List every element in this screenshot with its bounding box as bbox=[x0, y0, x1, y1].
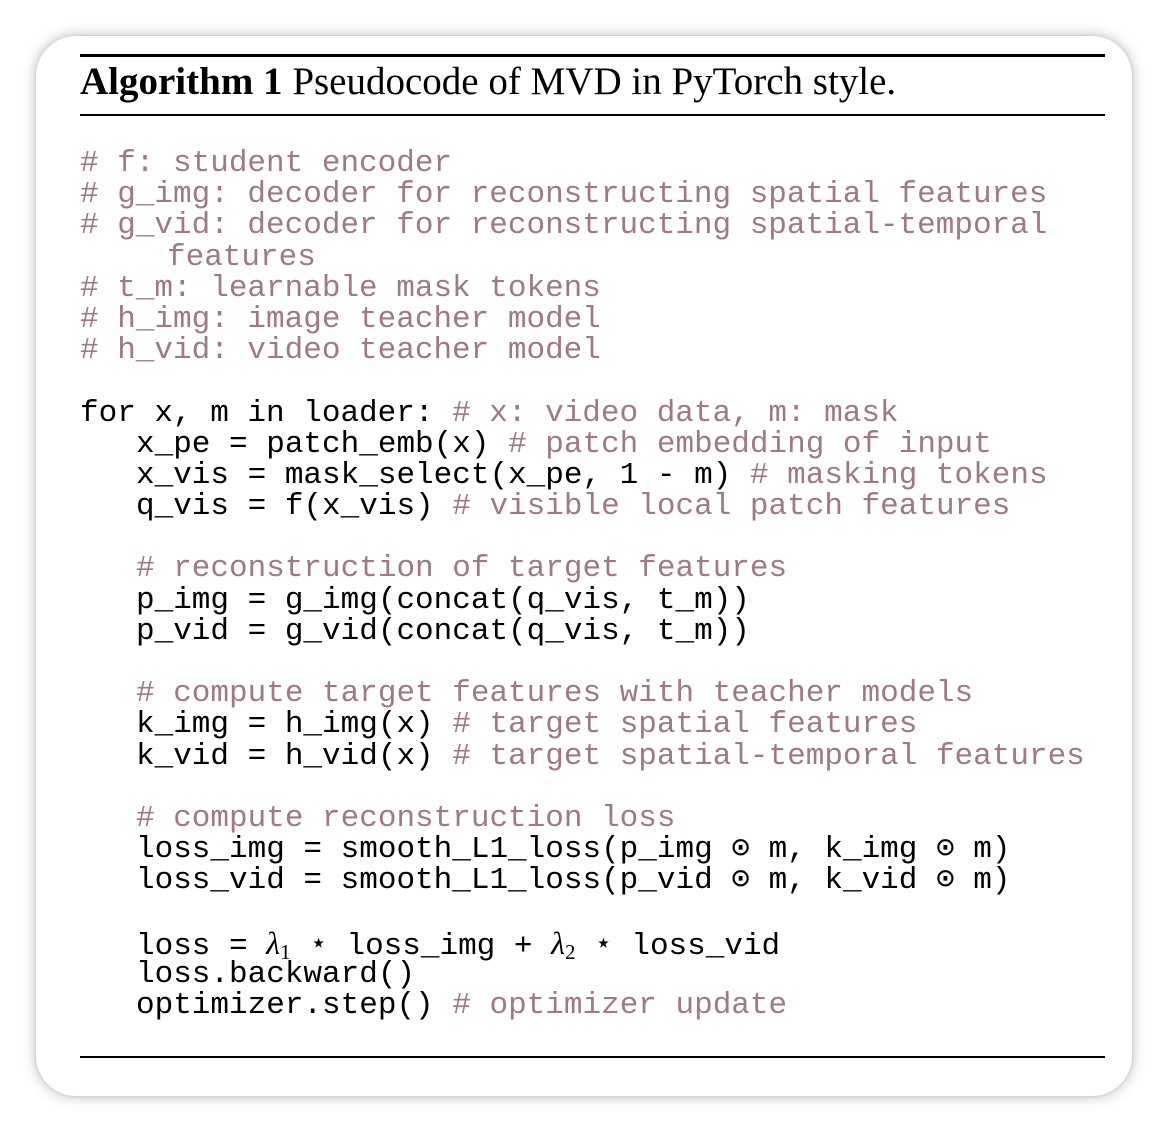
lambda-2-symbol: λ2 bbox=[551, 924, 576, 964]
code-line-patch-emb: x_pe = patch_emb(x) # patch embedding of… bbox=[80, 429, 1110, 460]
code-line-loss-img: loss_img = smooth_L1_loss(p_img ⊙ m, k_i… bbox=[136, 832, 1011, 868]
optimizer-step-comment: # optimizer update bbox=[452, 988, 788, 1024]
mask-select-code: x_vis = mask_select(x_pe, 1 - m) bbox=[136, 457, 750, 493]
code-line-optimizer-step: optimizer.step() # optimizer update bbox=[80, 990, 1110, 1021]
blank-line bbox=[80, 647, 1110, 678]
q-vis-comment: # visible local patch features bbox=[452, 489, 1011, 525]
k-vid-comment: # target spatial-temporal features bbox=[452, 738, 1085, 774]
code-line-k-vid: k_vid = h_vid(x) # target spatial-tempor… bbox=[80, 738, 1110, 774]
lambda-1-subscript: 1 bbox=[280, 939, 291, 964]
title-rule bbox=[80, 114, 1105, 116]
code-line-comment: # f: student encoder bbox=[80, 146, 453, 181]
loss-prefix: loss = bbox=[136, 928, 267, 964]
k-img-code: k_img = h_img(x) bbox=[136, 707, 453, 743]
code-line-comment: # t_m: learnable mask tokens bbox=[80, 270, 601, 306]
code-line-comment: # h_vid: video teacher model bbox=[80, 333, 601, 369]
code-line-teacher-comment: # compute target features with teacher m… bbox=[136, 676, 974, 712]
code-line-p-vid: p_vid = g_vid(concat(q_vis, t_m)) bbox=[136, 613, 750, 649]
loop-comment: # x: video data, m: mask bbox=[452, 395, 899, 431]
code-line-comment: # h_img: image teacher model bbox=[80, 301, 601, 337]
algorithm-title: Algorithm 1 Pseudocode of MVD in PyTorch… bbox=[80, 58, 1105, 110]
optimizer-step-code: optimizer.step() bbox=[136, 988, 453, 1024]
lambda-1-symbol: λ1 bbox=[266, 924, 291, 964]
loop-code: for x, m in loader: bbox=[80, 395, 453, 431]
q-vis-code: q_vis = f(x_vis) bbox=[136, 489, 453, 525]
blank-line bbox=[80, 522, 1110, 553]
code-line-loss-total: loss = λ1 ⋆ loss_img + λ2 ⋆ loss_vid bbox=[80, 924, 1110, 964]
loss-suffix: ⋆ loss_vid bbox=[575, 928, 781, 964]
code-line-loss-vid: loss_vid = smooth_L1_loss(p_vid ⊙ m, k_v… bbox=[136, 863, 1011, 899]
bottom-rule bbox=[80, 1056, 1105, 1058]
loss-middle: ⋆ loss_img + bbox=[290, 928, 552, 964]
code-line-comment: # g_img: decoder for reconstructing spat… bbox=[80, 177, 1048, 213]
code-line-comment: # g_vid: decoder for reconstructing spat… bbox=[80, 208, 1048, 244]
patch-emb-comment: # patch embedding of input bbox=[508, 426, 992, 462]
code-line-k-img: k_img = h_img(x) # target spatial featur… bbox=[80, 709, 1110, 740]
k-img-comment: # target spatial features bbox=[452, 707, 918, 743]
code-line-comment-wrap: features bbox=[167, 239, 316, 275]
blank-line bbox=[80, 366, 1110, 397]
lambda-2-glyph: λ bbox=[551, 924, 565, 961]
code-line-loss-comment: # compute reconstruction loss bbox=[136, 800, 676, 836]
code-line-loop: for x, m in loader: # x: video data, m: … bbox=[80, 395, 1110, 431]
top-rule bbox=[80, 54, 1105, 57]
code-line-recon-comment: # reconstruction of target features bbox=[136, 551, 788, 587]
k-vid-code: k_vid = h_vid(x) bbox=[136, 738, 453, 774]
mask-select-comment: # masking tokens bbox=[749, 457, 1048, 493]
lambda-2-subscript: 2 bbox=[564, 939, 576, 964]
patch-emb-code: x_pe = patch_emb(x) bbox=[136, 426, 509, 462]
algorithm-label: Algorithm 1 bbox=[80, 60, 283, 103]
blank-line bbox=[80, 897, 1110, 928]
code-line-p-img: p_img = g_img(concat(q_vis, t_m)) bbox=[136, 582, 750, 618]
algorithm-card bbox=[36, 36, 1132, 1096]
blank-line bbox=[80, 772, 1110, 803]
code-line-mask-select: x_vis = mask_select(x_pe, 1 - m) # maski… bbox=[80, 460, 1110, 491]
lambda-1-glyph: λ bbox=[266, 924, 281, 961]
code-line-backward: loss.backward() bbox=[136, 956, 416, 992]
algorithm-caption: Pseudocode of MVD in PyTorch style. bbox=[292, 60, 897, 103]
code-line-q-vis: q_vis = f(x_vis) # visible local patch f… bbox=[80, 491, 1110, 522]
code-block: # f: student encoder # g_img: decoder fo… bbox=[80, 148, 1110, 1021]
